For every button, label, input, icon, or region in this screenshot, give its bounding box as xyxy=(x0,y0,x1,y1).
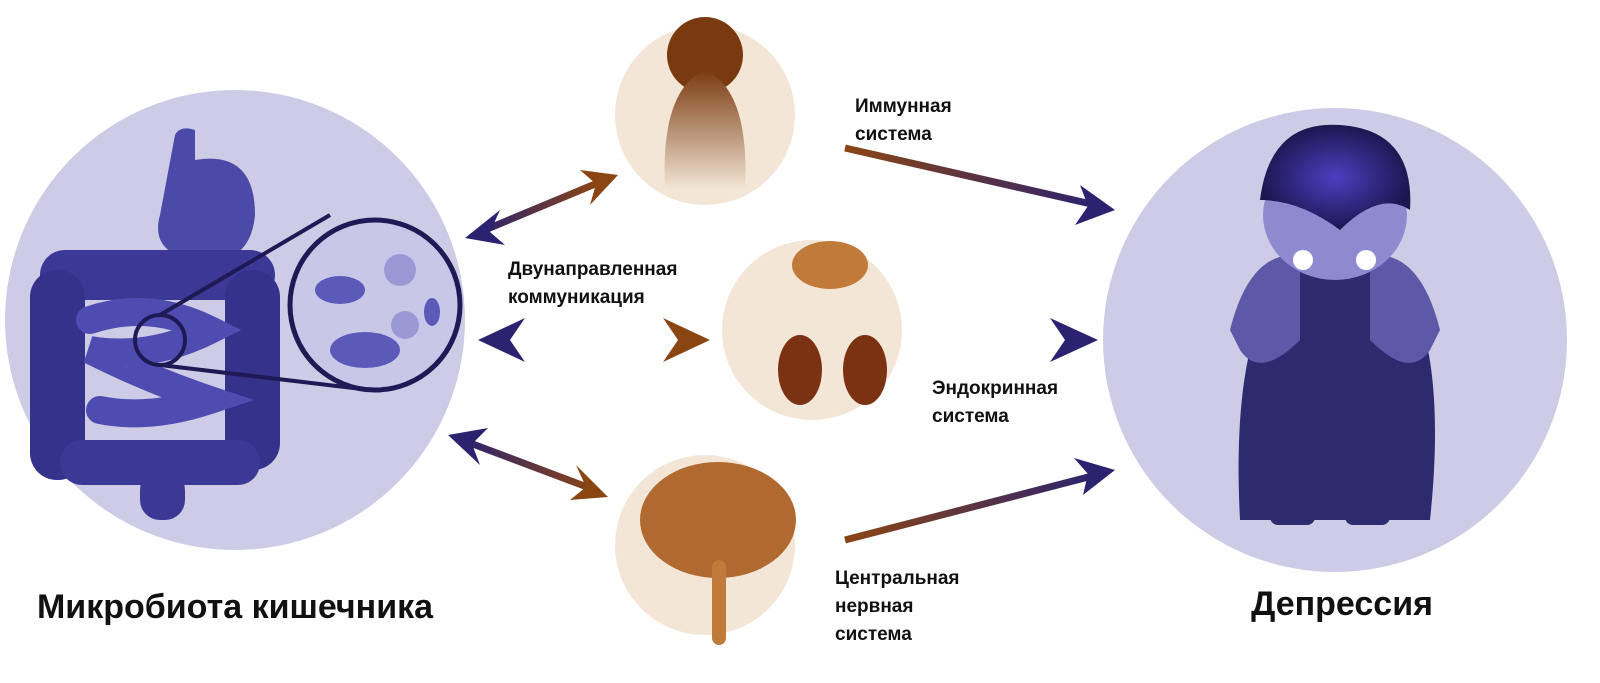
immune-label-2: система xyxy=(855,124,932,145)
arrow-cns-to-depression xyxy=(844,458,1115,544)
arrows xyxy=(448,144,1115,544)
immune-system-illustration xyxy=(615,17,795,205)
depression-title: Депрессия xyxy=(1251,585,1433,623)
gut-microbiota-illustration xyxy=(5,90,465,550)
arrow-immune-to-depression xyxy=(844,144,1115,225)
arrow-endocrine-to-depression xyxy=(945,318,1098,362)
cns-label-3: система xyxy=(835,624,912,645)
endocrine-system-illustration xyxy=(722,240,902,420)
bidirectional-arrow-endocrine xyxy=(478,318,710,362)
bidirectional-label-1: Двунаправленная xyxy=(508,259,677,280)
endocrine-label-2: система xyxy=(932,406,1009,427)
bidirectional-arrow-immune xyxy=(465,170,618,245)
depressed-person-illustration xyxy=(1103,108,1567,572)
cns-label-2: нервная xyxy=(835,596,913,617)
cns-label-1: Центральная xyxy=(835,568,960,589)
immune-label-1: Иммунная xyxy=(855,96,952,117)
bidirectional-label-2: коммуникация xyxy=(508,287,645,308)
bidirectional-arrow-cns xyxy=(448,428,608,500)
central-nervous-system-illustration xyxy=(615,455,796,645)
gut-microbiota-title: Микробиота кишечника xyxy=(37,588,434,626)
endocrine-label-1: Эндокринная xyxy=(932,378,1058,399)
